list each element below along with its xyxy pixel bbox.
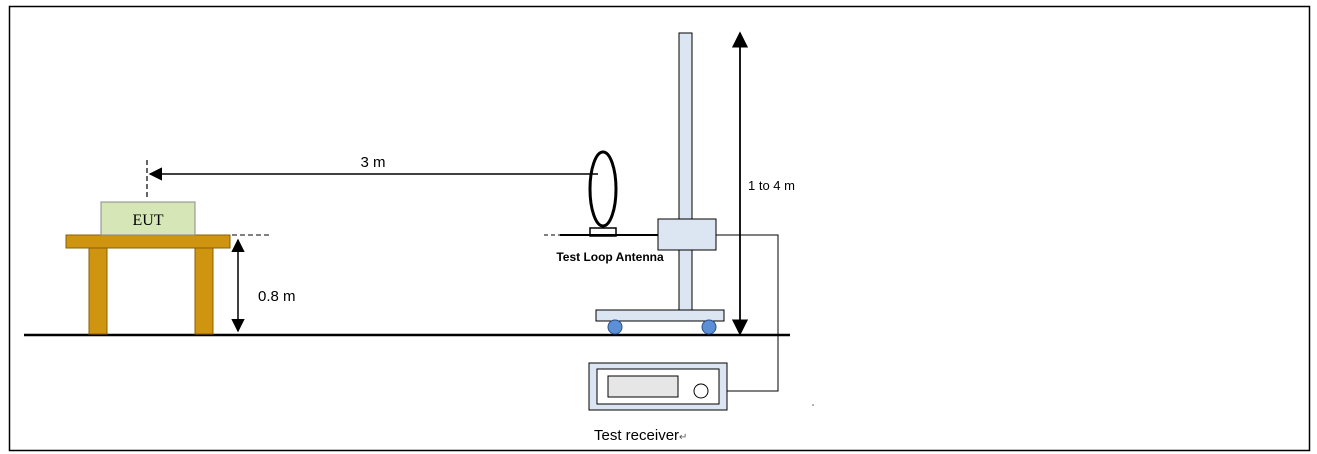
antenna-cable (713, 234, 779, 392)
test-receiver (588, 362, 728, 411)
distance-label: 3 m (360, 154, 385, 171)
receiver-input-port-icon (693, 383, 709, 399)
mast-wheel-right (701, 319, 717, 335)
antenna-mast (595, 32, 725, 335)
table-leg-right (194, 247, 214, 335)
receiver-label: Test receiver↵ (594, 427, 687, 444)
loop-antenna-ring (588, 150, 618, 228)
mast-height-label: 1 to 4 m (748, 178, 795, 193)
mast-pole (678, 32, 693, 312)
test-table (65, 234, 231, 335)
eut-box (100, 201, 196, 236)
return-mark: ↵ (679, 432, 687, 443)
eut-label: EUT (132, 212, 163, 229)
mast-slider (657, 218, 717, 251)
table-leg-left (88, 247, 108, 335)
mast-base-platform (595, 309, 725, 322)
stray-dot (812, 404, 814, 406)
table-top (65, 234, 231, 249)
antenna-label: Test Loop Antenna (556, 250, 664, 264)
receiver-label-text: Test receiver (594, 427, 679, 444)
loop-antenna (544, 150, 658, 237)
table-height-label: 0.8 m (258, 288, 296, 305)
mast-wheel-left (607, 319, 623, 335)
receiver-display (607, 375, 679, 398)
diagram-frame (8, 5, 1311, 452)
